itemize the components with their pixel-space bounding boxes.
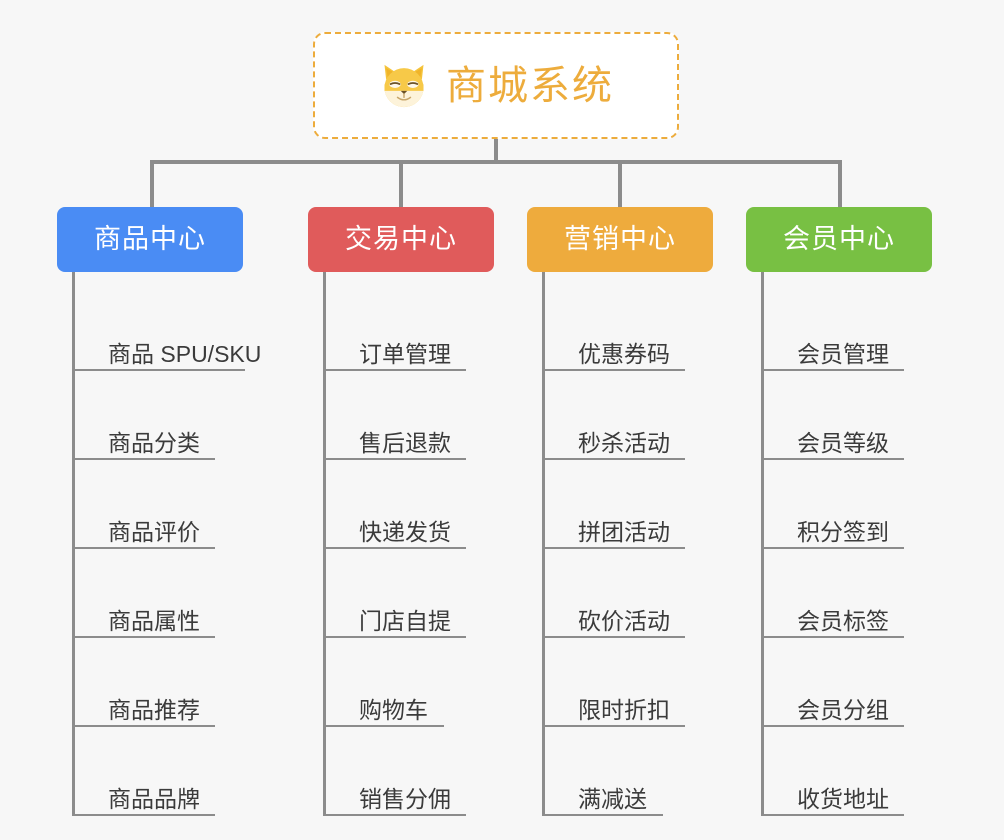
- leaf-label: 商品推荐: [108, 696, 200, 723]
- connector-root-stem: [494, 139, 498, 164]
- leaf-label: 砍价活动: [578, 607, 670, 634]
- connector-drop-4: [838, 160, 842, 209]
- leaf-item[interactable]: 订单管理: [326, 282, 466, 371]
- leaf-label: 会员分组: [797, 696, 889, 723]
- leaf-item[interactable]: 限时折扣: [545, 638, 685, 727]
- leaf-label: 商品品牌: [108, 785, 200, 812]
- leaf-label: 商品评价: [108, 518, 200, 545]
- category-label: 营销中心: [564, 224, 676, 254]
- shiba-dog-face-icon: [384, 64, 424, 107]
- category-header-marketing-center[interactable]: 营销中心: [527, 207, 713, 272]
- leaf-item[interactable]: 购物车: [326, 638, 444, 727]
- leaf-label: 拼团活动: [578, 518, 670, 545]
- leaf-item[interactable]: 秒杀活动: [545, 371, 685, 460]
- connector-drop-1: [150, 160, 154, 209]
- category-header-trade-center[interactable]: 交易中心: [308, 207, 494, 272]
- leaf-item[interactable]: 销售分佣: [326, 727, 466, 816]
- root-title: 商城系统: [446, 63, 614, 108]
- leaf-label: 销售分佣: [359, 785, 451, 812]
- leaf-list-product-center: 商品 SPU/SKU 商品分类 商品评价 商品属性 商品推荐 商品品牌: [72, 272, 261, 816]
- category-column-trade-center: 交易中心 订单管理 售后退款 快递发货 门店自提 购物车 销售分佣: [308, 207, 494, 816]
- leaf-label: 满减送: [578, 785, 647, 812]
- connector-drop-2: [399, 160, 403, 209]
- leaf-label: 商品 SPU/SKU: [108, 340, 262, 367]
- leaf-label: 商品分类: [108, 429, 200, 456]
- leaf-item[interactable]: 商品品牌: [75, 727, 215, 816]
- leaf-item[interactable]: 商品属性: [75, 549, 215, 638]
- leaf-label: 门店自提: [359, 607, 451, 634]
- category-column-member-center: 会员中心 会员管理 会员等级 积分签到 会员标签 会员分组 收货地址: [746, 207, 932, 816]
- leaf-label: 积分签到: [797, 518, 889, 545]
- category-column-marketing-center: 营销中心 优惠券码 秒杀活动 拼团活动 砍价活动 限时折扣 满减送: [527, 207, 713, 816]
- leaf-item[interactable]: 会员分组: [764, 638, 904, 727]
- leaf-label: 会员等级: [797, 429, 889, 456]
- category-label: 商品中心: [94, 224, 206, 254]
- leaf-label: 购物车: [359, 696, 428, 723]
- leaf-item[interactable]: 收货地址: [764, 727, 904, 816]
- leaf-item[interactable]: 商品评价: [75, 460, 215, 549]
- leaf-label: 会员管理: [797, 340, 889, 367]
- leaf-list-marketing-center: 优惠券码 秒杀活动 拼团活动 砍价活动 限时折扣 满减送: [542, 272, 713, 816]
- leaf-list-member-center: 会员管理 会员等级 积分签到 会员标签 会员分组 收货地址: [761, 272, 932, 816]
- leaf-label: 商品属性: [108, 607, 200, 634]
- category-label: 会员中心: [783, 224, 895, 254]
- root-node[interactable]: 商城系统: [313, 32, 679, 139]
- leaf-item[interactable]: 售后退款: [326, 371, 466, 460]
- leaf-item[interactable]: 砍价活动: [545, 549, 685, 638]
- leaf-item[interactable]: 拼团活动: [545, 460, 685, 549]
- leaf-label: 优惠券码: [578, 340, 670, 367]
- leaf-item[interactable]: 积分签到: [764, 460, 904, 549]
- leaf-label: 订单管理: [359, 340, 451, 367]
- leaf-item[interactable]: 商品推荐: [75, 638, 215, 727]
- connector-drop-3: [618, 160, 622, 209]
- leaf-label: 限时折扣: [578, 696, 670, 723]
- category-header-member-center[interactable]: 会员中心: [746, 207, 932, 272]
- leaf-item[interactable]: 会员等级: [764, 371, 904, 460]
- leaf-label: 快递发货: [359, 518, 451, 545]
- leaf-list-trade-center: 订单管理 售后退款 快递发货 门店自提 购物车 销售分佣: [323, 272, 494, 816]
- leaf-item[interactable]: 商品 SPU/SKU: [75, 282, 261, 371]
- leaf-item[interactable]: 优惠券码: [545, 282, 685, 371]
- leaf-label: 收货地址: [797, 785, 889, 812]
- leaf-item[interactable]: 会员标签: [764, 549, 904, 638]
- leaf-label: 售后退款: [359, 429, 451, 456]
- leaf-label: 会员标签: [797, 607, 889, 634]
- category-label: 交易中心: [345, 224, 457, 254]
- category-column-product-center: 商品中心 商品 SPU/SKU 商品分类 商品评价 商品属性 商品推荐 商品品牌: [57, 207, 261, 816]
- category-header-product-center[interactable]: 商品中心: [57, 207, 243, 272]
- leaf-item[interactable]: 商品分类: [75, 371, 215, 460]
- leaf-item[interactable]: 门店自提: [326, 549, 466, 638]
- leaf-item[interactable]: 会员管理: [764, 282, 904, 371]
- connector-horizontal-bus: [150, 160, 842, 164]
- leaf-label: 秒杀活动: [578, 429, 670, 456]
- leaf-item[interactable]: 满减送: [545, 727, 663, 816]
- leaf-item[interactable]: 快递发货: [326, 460, 466, 549]
